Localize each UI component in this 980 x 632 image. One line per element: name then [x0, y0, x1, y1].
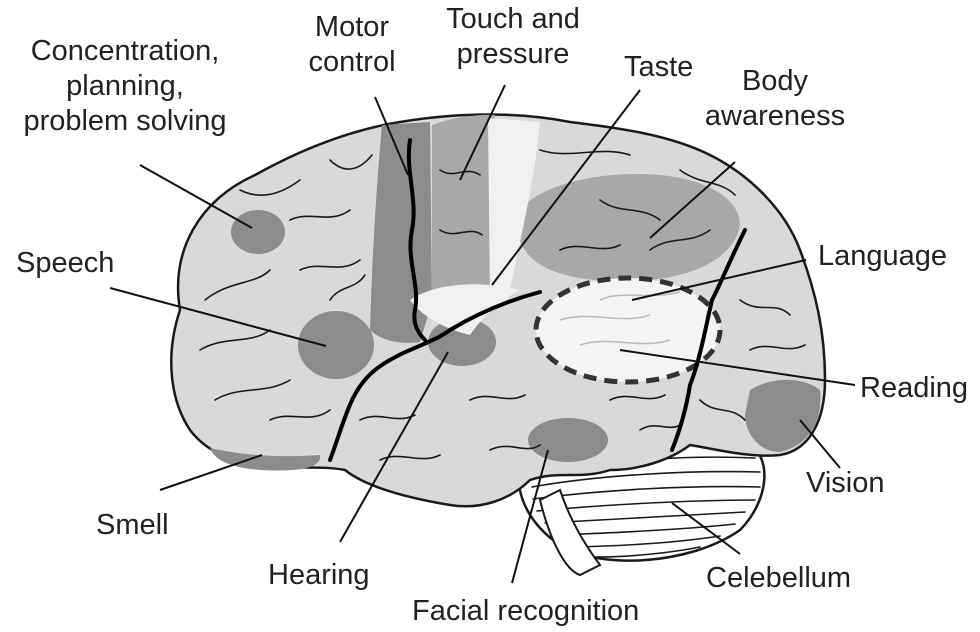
- label-touch-pressure-line-1: Touch and: [438, 2, 588, 37]
- label-hearing: Hearing: [268, 558, 370, 593]
- region-speech: [298, 311, 374, 379]
- label-smell: Smell: [96, 508, 169, 543]
- label-language: Language: [818, 239, 947, 274]
- region-vision: [745, 380, 820, 452]
- label-vision: Vision: [806, 466, 884, 501]
- label-concentration-line-2: planning,: [8, 69, 242, 104]
- label-taste: Taste: [624, 50, 693, 85]
- label-cerebellum: Celebellum: [706, 561, 851, 596]
- label-reading: Reading: [860, 371, 968, 406]
- label-body-awareness-line-2: awareness: [700, 99, 850, 134]
- label-body-awareness: Body awareness: [700, 64, 850, 134]
- label-concentration-line-1: Concentration,: [8, 34, 242, 69]
- label-touch-pressure: Touch and pressure: [438, 2, 588, 72]
- label-concentration: Concentration, planning, problem solving: [8, 34, 242, 139]
- label-motor-control-line-1: Motor: [292, 10, 412, 45]
- region-facial-recognition: [528, 418, 608, 462]
- label-facial-recognition: Facial recognition: [412, 594, 639, 629]
- region-touch-pressure: [432, 115, 495, 303]
- label-touch-pressure-line-2: pressure: [438, 37, 588, 72]
- label-concentration-line-3: problem solving: [8, 104, 242, 139]
- label-body-awareness-line-1: Body: [700, 64, 850, 99]
- label-motor-control-line-2: control: [292, 45, 412, 80]
- region-concentration: [231, 210, 285, 254]
- label-motor-control: Motor control: [292, 10, 412, 80]
- label-speech: Speech: [16, 246, 114, 281]
- region-language-reading: [536, 278, 720, 382]
